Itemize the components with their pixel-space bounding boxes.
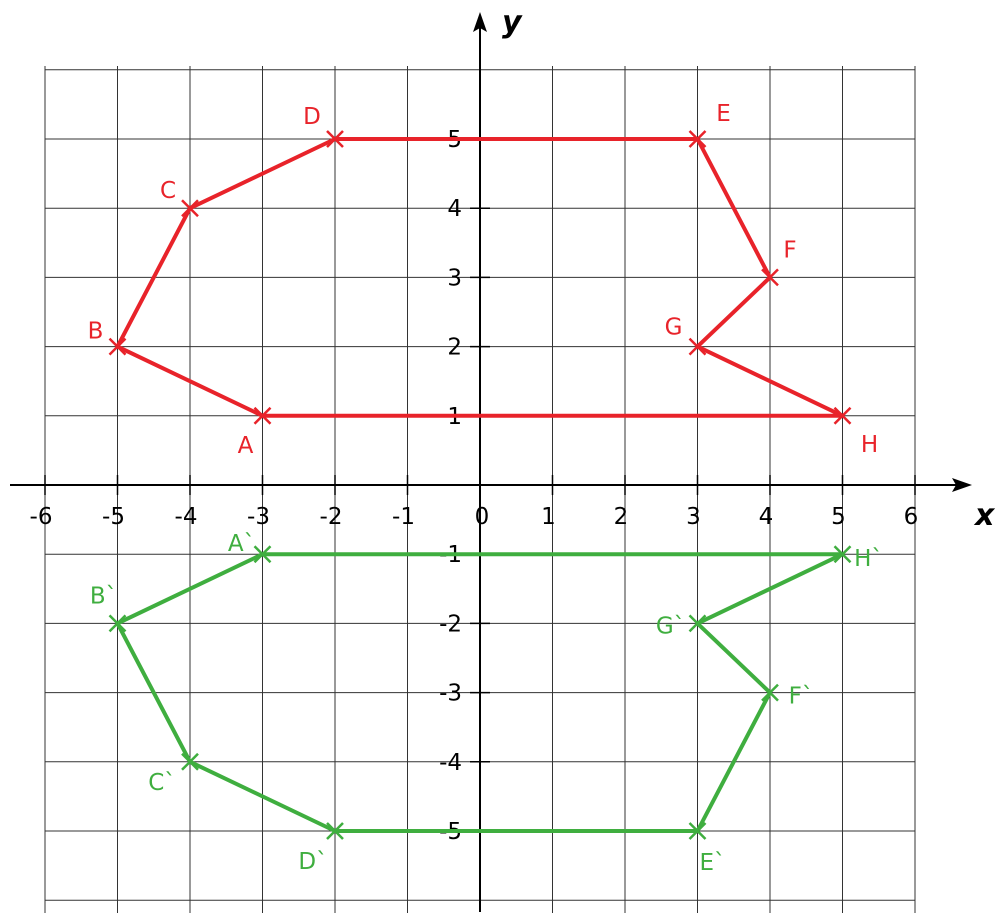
x-tick-label: -3 — [247, 504, 270, 530]
x-axis-label: x — [973, 498, 996, 533]
reflected-vertex-marker — [688, 822, 707, 840]
x-tick-label: 4 — [759, 504, 774, 530]
original-vertex-label: D — [303, 104, 321, 130]
reflected-vertex-label: G` — [656, 613, 685, 639]
original-vertex-label: F — [783, 237, 796, 263]
reflected-vertex-label: E` — [699, 850, 725, 876]
original-vertex-label: C — [160, 178, 176, 204]
reflected-vertex-label: A` — [228, 531, 255, 557]
reflected-vertex-marker — [833, 545, 852, 564]
original-vertex-marker — [688, 130, 707, 148]
x-tick-label: 6 — [904, 504, 919, 530]
x-tick-label: -6 — [30, 504, 53, 530]
reflected-vertex-label: H` — [854, 546, 883, 572]
original-vertex-marker — [181, 199, 199, 218]
x-tick-label: -4 — [175, 504, 198, 530]
x-tick-label: 5 — [831, 504, 846, 530]
original-vertex-marker — [326, 130, 344, 148]
y-tick-label: -4 — [439, 750, 462, 776]
original-vertex-marker — [108, 337, 127, 356]
x-tick-label: 1 — [541, 504, 556, 530]
reflected-vertex-label: C` — [148, 770, 176, 796]
x-tick-label: 2 — [614, 504, 629, 530]
original-vertex-marker — [253, 406, 272, 425]
original-vertex-label: G — [665, 315, 683, 341]
y-axis-label: y — [502, 5, 523, 40]
y-axis-arrowhead — [473, 12, 487, 32]
y-tick-label: -3 — [439, 681, 462, 707]
original-vertex-marker — [761, 268, 779, 287]
original-vertex-marker — [688, 337, 707, 356]
x-tick-label: -1 — [392, 504, 415, 530]
axes: x y — [10, 5, 996, 912]
original-vertex-label: A — [238, 433, 254, 459]
reflected-vertex-marker — [108, 614, 127, 633]
y-tick-label: 4 — [447, 196, 462, 222]
original-vertex-label: B — [88, 319, 104, 345]
y-tick-label: -2 — [439, 611, 462, 637]
original-vertex-label: H — [861, 432, 878, 458]
original-shape: A B C D E F G H — [88, 101, 879, 459]
reflected-vertex-label: D` — [298, 849, 327, 875]
x-tick-label: 0 — [475, 504, 490, 530]
reflected-vertex-label: F` — [789, 684, 814, 710]
x-tick-label: 3 — [686, 504, 701, 530]
original-vertex-marker — [833, 406, 852, 425]
x-axis-arrowhead — [952, 478, 972, 492]
reflected-vertex-label: B` — [90, 583, 117, 609]
reflected-vertex-marker — [253, 545, 272, 564]
x-tick-label: -5 — [102, 504, 125, 530]
original-vertex-label: E — [716, 101, 731, 127]
reflected-shape: A` B` C` D` E` F` G` H` — [90, 531, 883, 876]
reflected-vertex-marker — [761, 683, 779, 702]
y-tick-label: 3 — [447, 265, 462, 291]
x-tick-label: -2 — [320, 504, 343, 530]
reflected-vertex-marker — [326, 822, 344, 840]
reflected-vertex-marker — [181, 752, 199, 771]
reflected-vertex-marker — [688, 614, 707, 633]
tick-marks — [44, 138, 916, 832]
y-tick-label: 2 — [447, 335, 462, 361]
